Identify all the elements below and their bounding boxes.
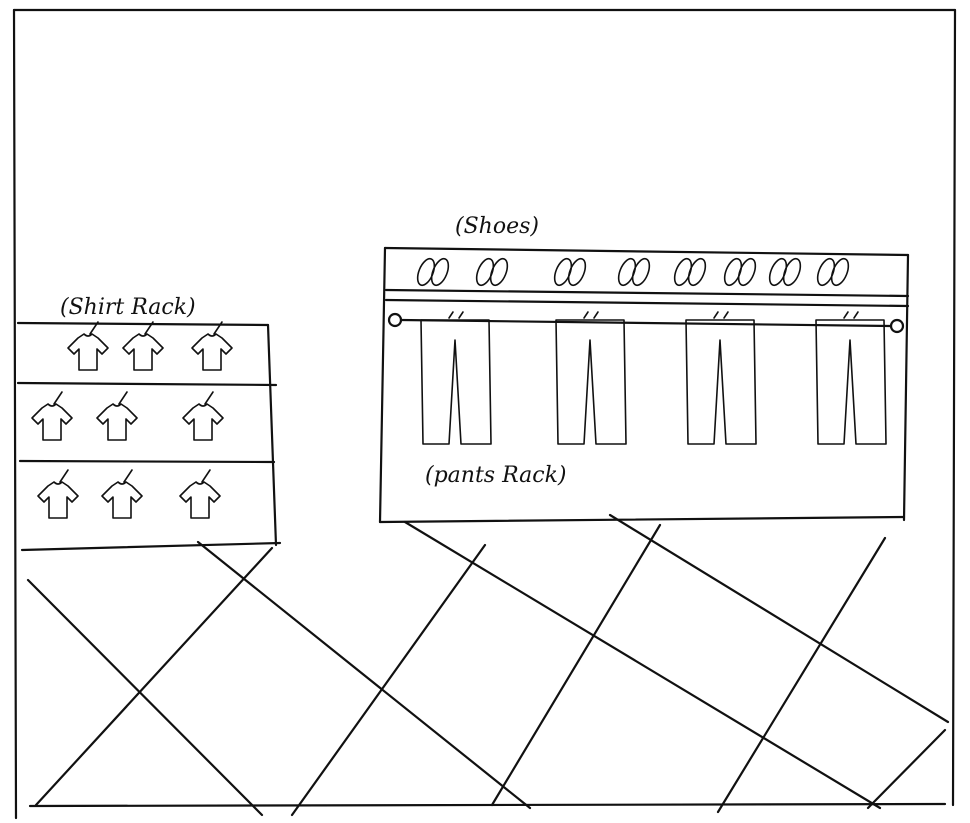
- shirt-rack: [18, 322, 280, 550]
- hanger-hook: [124, 470, 132, 482]
- floor-tiles: [28, 515, 948, 815]
- shirt: [68, 322, 108, 370]
- pants-clip: [449, 312, 463, 318]
- shirt-items: [32, 322, 232, 518]
- shoe-items: [414, 256, 851, 287]
- pants-clip: [714, 312, 728, 318]
- shirt: [183, 392, 223, 440]
- shoe-pair: [671, 256, 708, 287]
- pants-items: [421, 312, 886, 444]
- shirt-rack-label: (Shirt Rack): [60, 295, 196, 320]
- shoe-pair: [615, 256, 652, 287]
- shirt: [38, 470, 78, 518]
- pants: [816, 312, 886, 444]
- shoe-pair: [721, 256, 758, 287]
- shirt: [32, 392, 72, 440]
- hanger-hook: [119, 392, 127, 404]
- rail-end-right: [891, 320, 903, 332]
- hanger-hook: [202, 470, 210, 482]
- hanger-hook: [60, 470, 68, 482]
- pants-clip: [844, 312, 858, 318]
- shirt: [180, 470, 220, 518]
- shoe-pair: [414, 256, 451, 287]
- pants: [686, 312, 756, 444]
- shoe-pair: [551, 256, 588, 287]
- shirt: [102, 470, 142, 518]
- shoes-label: (Shoes): [455, 214, 539, 239]
- shoe-pair: [814, 256, 851, 287]
- shirt: [192, 322, 232, 370]
- pants: [556, 312, 626, 444]
- shoe-pair: [473, 256, 510, 287]
- shirt: [97, 392, 137, 440]
- shirt: [123, 322, 163, 370]
- rail-end-left: [389, 314, 401, 326]
- room-frame: [14, 10, 955, 818]
- pants-clip: [584, 312, 598, 318]
- pants: [421, 312, 491, 444]
- hanger-hook: [54, 392, 62, 404]
- shoe-pair: [766, 256, 803, 287]
- pants-rack-label: (pants Rack): [425, 463, 567, 488]
- hanger-hook: [205, 392, 213, 404]
